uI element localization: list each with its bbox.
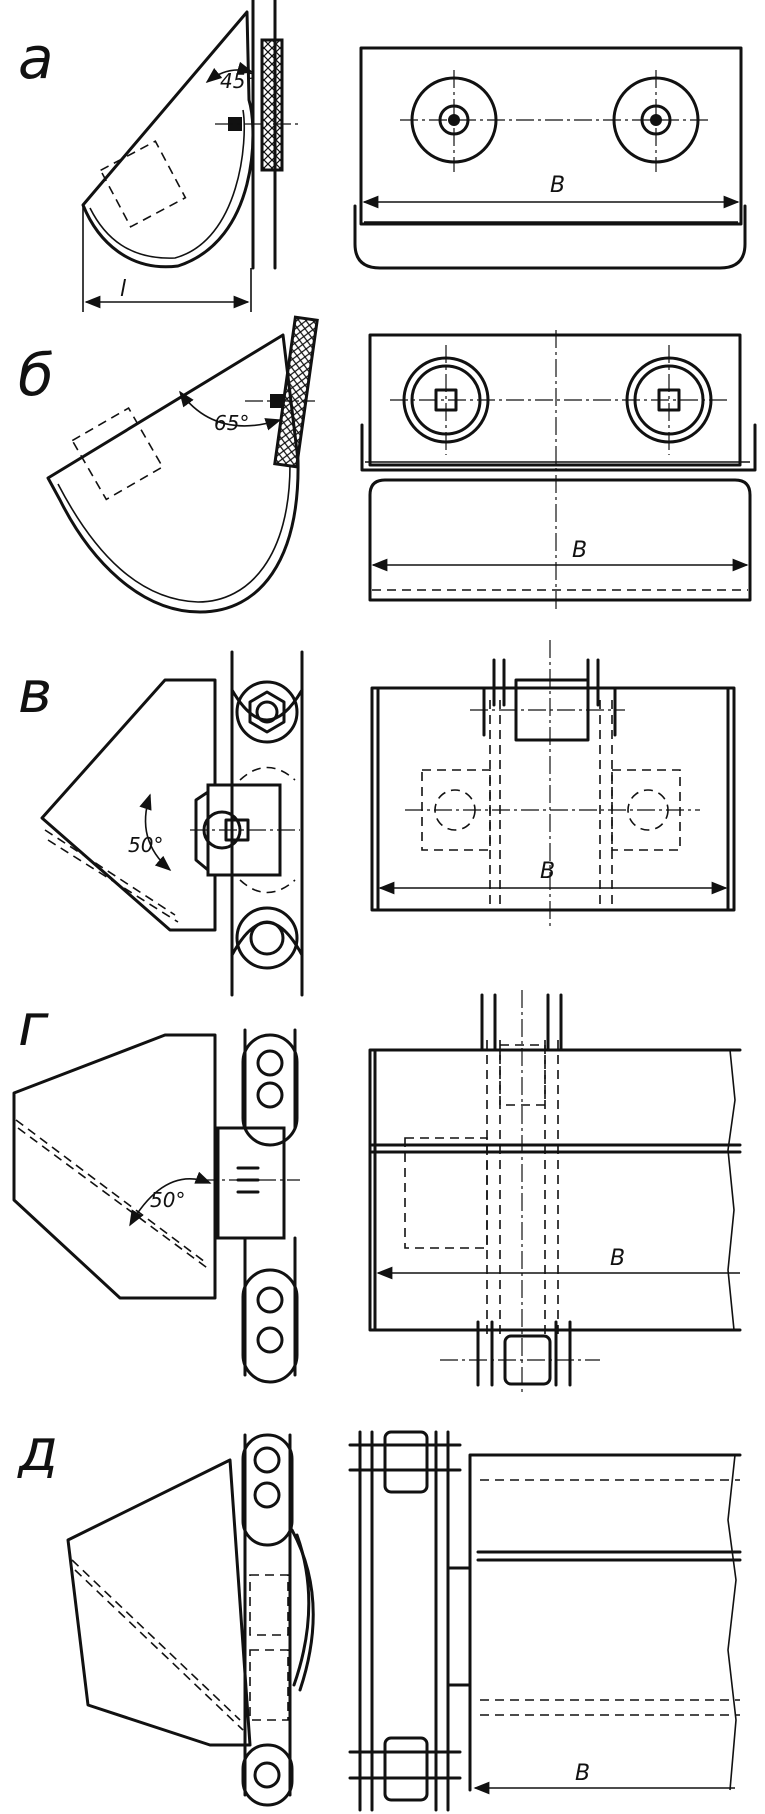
panel-b-bucket-lower bbox=[368, 478, 752, 602]
panel-v-width-label: B bbox=[540, 859, 555, 884]
panel-d-chain-link bbox=[243, 1433, 292, 1797]
panel-a-hidden-outline bbox=[99, 140, 187, 228]
panel-a-bucket-lip bbox=[353, 204, 747, 270]
panel-g-side-view: 50° bbox=[12, 1028, 300, 1384]
panel-v-label: в bbox=[18, 658, 52, 726]
panel-g-angle: 50° bbox=[150, 1188, 185, 1212]
panel-d-side-view bbox=[66, 1433, 315, 1807]
panel-a-front-view: B bbox=[353, 46, 747, 270]
panel-a-bolt-head bbox=[228, 117, 242, 131]
panel-a-belt-section bbox=[260, 38, 284, 172]
panel-a-label: а bbox=[18, 24, 54, 92]
panel-v-chain-link bbox=[230, 650, 304, 997]
panel-b-belt-section bbox=[273, 315, 319, 469]
panel-d-chain-roller-bottom bbox=[383, 1736, 429, 1802]
panel-a-front-plate bbox=[359, 46, 743, 226]
panel-b-label: б bbox=[18, 341, 54, 409]
panel-v: в 50° bbox=[18, 640, 736, 997]
panel-g-width-label: B bbox=[610, 1246, 625, 1271]
panel-a-bucket-inner bbox=[89, 109, 246, 259]
panel-v-bucket bbox=[40, 678, 217, 932]
panel-g-label: г bbox=[18, 991, 49, 1059]
panel-d-chain-strands bbox=[358, 1430, 450, 1812]
panel-a-length-label: l bbox=[120, 277, 126, 302]
panel-b-front-plate bbox=[368, 333, 742, 467]
panel-b: б 65° B bbox=[18, 315, 757, 614]
panel-b-front-view: B bbox=[360, 330, 757, 610]
panel-d-width-label: B bbox=[575, 1761, 590, 1786]
panel-a: а 45° l bbox=[18, 0, 747, 312]
panel-b-angle: 65° bbox=[214, 411, 249, 435]
panel-g-front-view: B bbox=[368, 990, 742, 1395]
panel-v-chain-pin-bottom bbox=[235, 906, 299, 970]
panel-d-bucket bbox=[66, 1458, 252, 1747]
panel-d-chain-roller-top bbox=[383, 1430, 429, 1494]
panel-g-chain-link bbox=[243, 1028, 297, 1377]
panel-b-bucket-inner bbox=[57, 464, 291, 603]
panel-b-side-view: 65° bbox=[46, 315, 319, 614]
panel-d-front-view: B bbox=[348, 1430, 742, 1812]
panel-v-chain-pin-top bbox=[235, 680, 299, 744]
panel-g-front-plate bbox=[368, 1048, 742, 1332]
panel-v-side-view: 50° bbox=[40, 650, 304, 997]
panel-b-bolt-washer-left bbox=[402, 356, 490, 444]
panel-v-front-plate bbox=[370, 686, 736, 912]
panel-d-bucket-edge bbox=[468, 1453, 742, 1792]
panel-v-angle: 50° bbox=[128, 833, 163, 857]
panel-a-angle: 45° bbox=[220, 69, 255, 93]
panel-a-width-label: B bbox=[550, 173, 565, 198]
panel-a-side-view: 45° l bbox=[81, 0, 300, 312]
panel-a-bucket bbox=[81, 10, 255, 269]
panel-v-front-view: B bbox=[370, 640, 736, 930]
panel-g: г 50° bbox=[12, 990, 742, 1395]
panel-g-bucket bbox=[12, 1033, 217, 1300]
panel-d-label: д bbox=[17, 1416, 58, 1484]
panel-d: д bbox=[17, 1416, 742, 1812]
panel-b-width-label: B bbox=[572, 538, 587, 563]
panel-b-bucket bbox=[46, 333, 300, 614]
panel-b-hidden-outline bbox=[71, 406, 164, 501]
